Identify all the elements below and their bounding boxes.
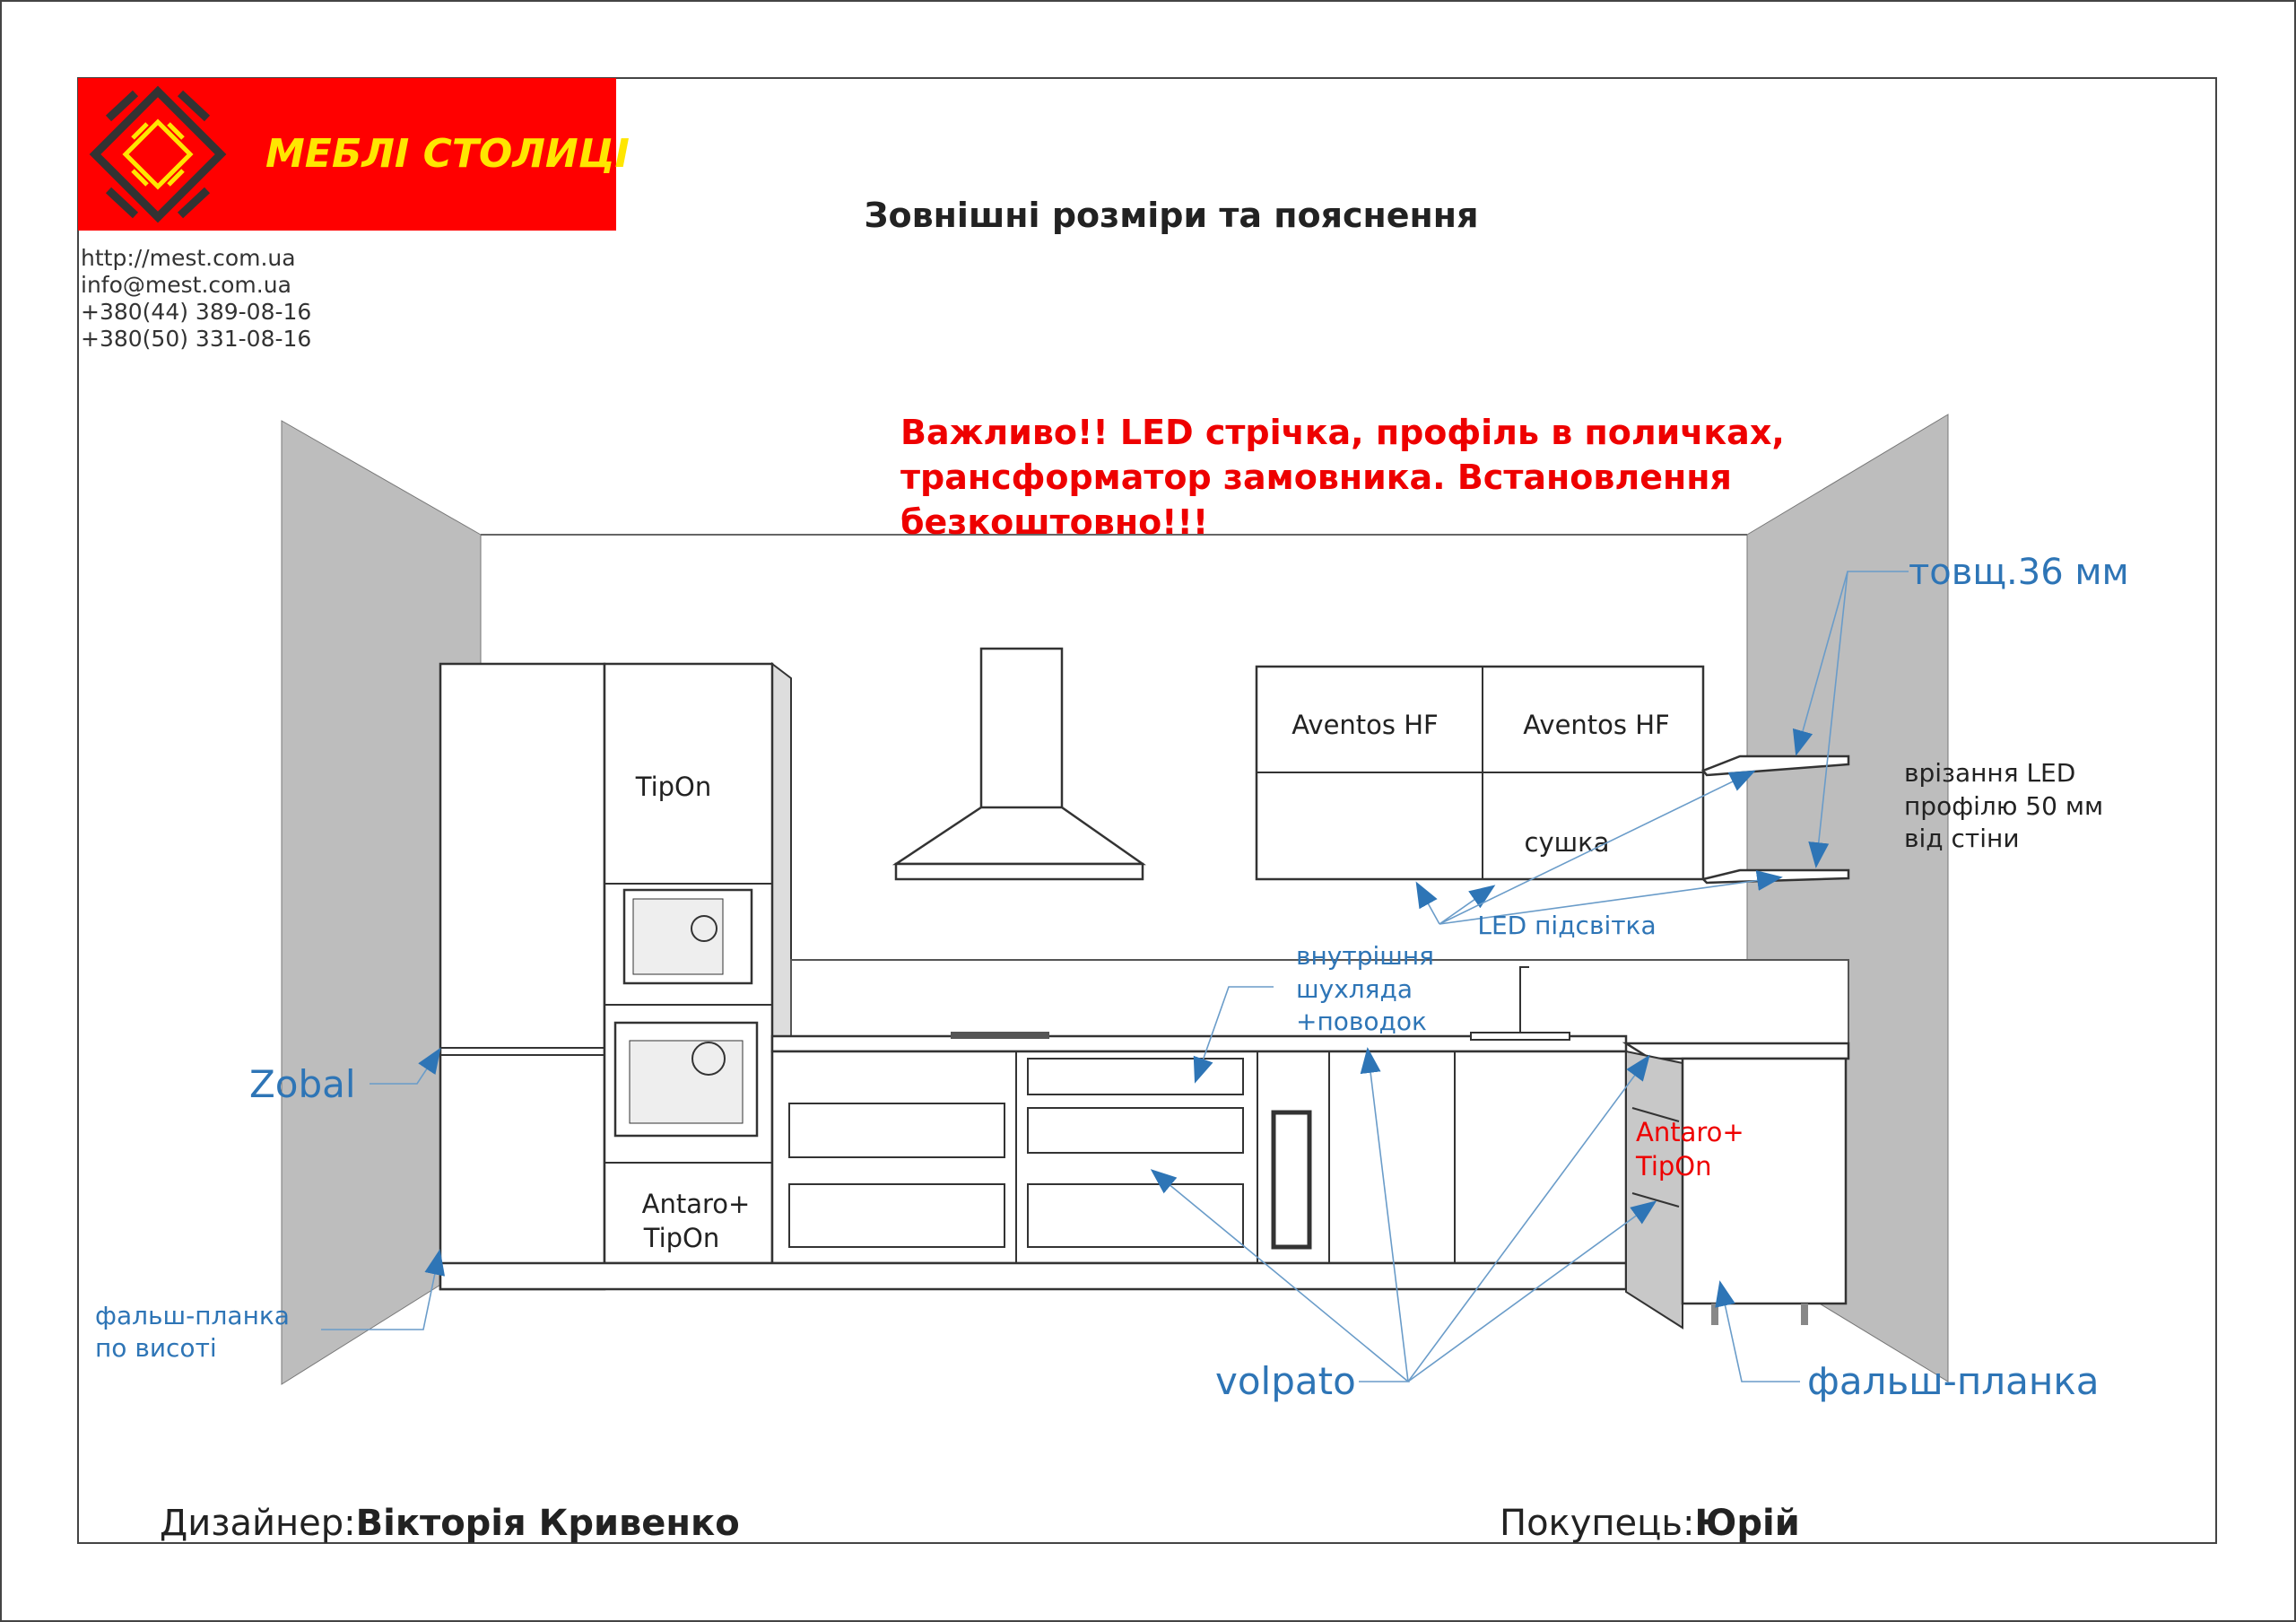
thickness-label: товщ.36 мм	[1909, 552, 2129, 593]
contact-email: info@mest.com.ua	[81, 272, 291, 298]
led-profile-line: профілю 50 мм	[1904, 791, 2103, 821]
inner-drawer-label: шухляда	[1296, 974, 1413, 1004]
contact-phone-2: +380(50) 331-08-16	[81, 326, 311, 352]
annotations: товщ.36 мм LED підсвітка внутрішня шухля…	[95, 552, 2129, 1403]
page-title: Зовнішні розміри та пояснення	[865, 196, 1479, 235]
fridge-column	[439, 662, 606, 1291]
zobal-label: Zobal	[249, 1062, 356, 1106]
corner-countertop	[1622, 1042, 1850, 1060]
notice-line: безкоштовно!!!	[900, 502, 1208, 542]
corner-antaro-label: Antaro+ TipOn	[1635, 1117, 1744, 1182]
designer-label: Дизайнер:	[160, 1503, 356, 1544]
led-profile-note: врізання LED профілю 50 мм від стіни	[1904, 758, 2103, 853]
contact-phone-1: +380(44) 389-08-16	[81, 299, 311, 325]
logo-mark-icon	[89, 85, 227, 223]
brand-logo: МЕБЛІ СТОЛИЦІ	[78, 78, 630, 231]
base-cabinets	[439, 1050, 1848, 1330]
led-light-label: LED підсвітка	[1477, 911, 1656, 940]
led-profile-line: від стіни	[1904, 824, 2020, 853]
designer: Дизайнер:Вікторія Кривенко	[160, 1503, 740, 1544]
dryer-label: сушка	[1525, 827, 1610, 858]
antaro-label: TipOn	[643, 1223, 720, 1253]
customer: Покупець:Юрій	[1500, 1503, 1800, 1544]
backsplash	[790, 959, 1849, 1044]
annotation-leaders	[321, 571, 1909, 1382]
corner-antaro-line: TipOn	[1635, 1151, 1712, 1182]
false-panel-height-label: по висоті	[95, 1333, 217, 1363]
corner-antaro-line: Antaro+	[1636, 1117, 1744, 1147]
aventos-right-label: Aventos HF	[1523, 710, 1669, 740]
corner-cabinet	[1681, 1057, 1848, 1305]
warning-notice: Важливо!! LED стрічка, профіль в поличка…	[900, 413, 1785, 542]
upper-cabinets: Aventos HF Aventos HF сушка	[1255, 665, 1705, 881]
appliance-column: TipOn Antaro+ TipOn	[603, 661, 792, 1265]
sink	[1470, 1032, 1570, 1041]
brand-name: МЕБЛІ СТОЛИЦІ	[265, 131, 630, 177]
tipon-label: TipOn	[635, 772, 712, 802]
led-profile-line: врізання LED	[1904, 758, 2075, 788]
antaro-label: Antaro+	[642, 1189, 751, 1219]
contact-website: http://mest.com.ua	[81, 245, 296, 271]
customer-name: Юрій	[1694, 1503, 1799, 1544]
notice-line: трансформатор замовника. Встановлення	[900, 458, 1732, 497]
customer-label: Покупець:	[1500, 1503, 1694, 1544]
aventos-left-label: Aventos HF	[1292, 710, 1438, 740]
false-panel-label: фальш-планка	[1807, 1359, 2099, 1403]
faucet	[1519, 966, 1529, 1032]
cooker-hood	[891, 647, 1146, 881]
plinth	[439, 1261, 1628, 1291]
designer-name: Вікторія Кривенко	[356, 1503, 740, 1544]
hob	[951, 1032, 1049, 1039]
false-panel-height-label: фальш-планка	[95, 1301, 290, 1330]
contacts: http://mest.com.ua info@mest.com.ua +380…	[81, 245, 311, 352]
corner-drawers	[1625, 1050, 1683, 1330]
volpato-label: volpato	[1215, 1359, 1356, 1403]
inner-drawer-label: внутрішня	[1296, 941, 1434, 971]
notice-line: Важливо!! LED стрічка, профіль в поличка…	[900, 413, 1785, 452]
inner-frame	[77, 77, 2217, 1544]
inner-drawer-label: +поводок	[1296, 1007, 1427, 1036]
